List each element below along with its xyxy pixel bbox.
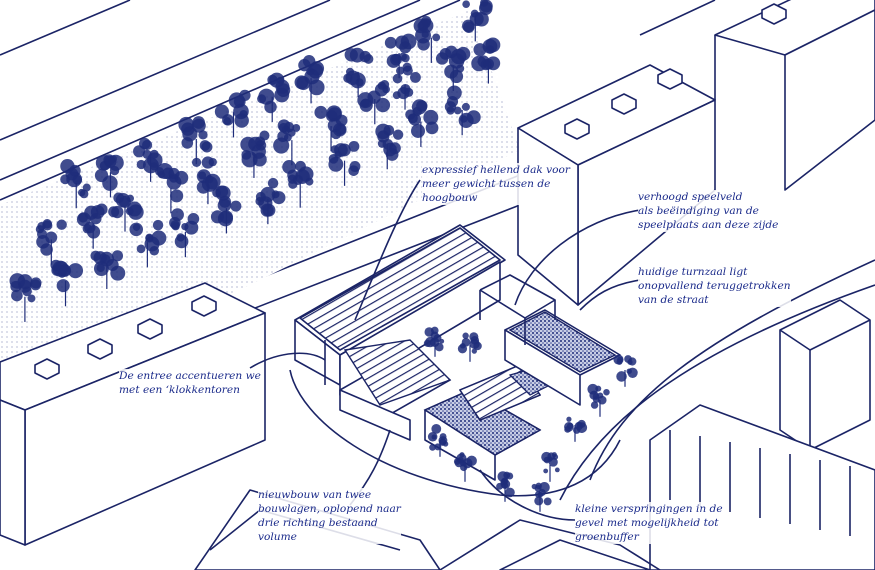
rooftop-box (761, 3, 787, 25)
tree-icon (210, 185, 242, 234)
tree-icon (328, 140, 361, 186)
tree-icon (564, 416, 588, 442)
tree-icon (169, 208, 200, 258)
annotation-line: hoogbouw (422, 192, 478, 204)
annotation-line: van de straat (638, 294, 709, 306)
tree-icon (471, 37, 501, 84)
tree-icon (405, 99, 439, 147)
tree-icon (108, 192, 144, 232)
annotation-line: als beëindiging van de (638, 205, 759, 217)
tree-icon (294, 55, 325, 104)
rooftop-boxes (34, 295, 217, 380)
tree-icon (314, 105, 348, 152)
street-curve (289, 259, 875, 501)
rooftop-box (611, 93, 637, 115)
rooftop-boxes (564, 3, 787, 140)
annotation-line: drie richting bestaand (258, 517, 378, 529)
tree-icon (240, 130, 270, 178)
tree-icon (613, 354, 638, 387)
tree-icon (129, 219, 167, 268)
tree-icon (392, 62, 421, 110)
tree-icon (457, 332, 482, 362)
annotation-line: groenbuffer (575, 531, 639, 543)
tree-icon (375, 123, 404, 170)
rooftop-box (87, 338, 113, 360)
tree-icon (94, 154, 124, 198)
annotation-facade: kleine verspringingen in de gevel met mo… (575, 502, 723, 544)
tree-icon (255, 177, 286, 225)
courtyard-trees (423, 326, 638, 512)
tree-strip (0, 10, 520, 370)
annotation-line: huidige turnzaal ligt (638, 266, 748, 278)
annotation-line: nieuwbouw van twee (258, 489, 372, 501)
tree-icon (423, 326, 445, 357)
rooftop-box (564, 118, 590, 140)
tree-icon (587, 383, 610, 417)
tree-icon (191, 156, 221, 205)
tree-icon (541, 451, 560, 482)
tree-icon (273, 119, 301, 166)
tree-icon (214, 89, 251, 138)
annotation-line: verhoogd speelveld (638, 191, 743, 203)
rooftop-box (657, 68, 683, 90)
annotation-line: gevel met mogelijkheid tot (575, 517, 719, 529)
tree-icon (444, 85, 481, 136)
rooftop-box (191, 295, 217, 317)
tall-block-back (714, 0, 875, 191)
tree-row (9, 0, 501, 322)
tree-icon (462, 0, 493, 42)
tree-icon (178, 116, 213, 165)
tree-icon (384, 33, 417, 79)
annotation-roof: expressief hellend dak voor meer gewicht… (422, 163, 570, 205)
tree-icon (154, 162, 189, 214)
tree-icon (453, 452, 477, 482)
annotation-line: onopvallend teruggetrokken (638, 280, 791, 292)
annotation-line: De entree accentueren we (119, 370, 261, 382)
school-complex (294, 224, 621, 481)
tree-icon (50, 259, 84, 307)
tree-icon (357, 80, 391, 125)
annotation-line: volume (258, 531, 297, 543)
tree-icon (282, 160, 314, 208)
annotation-entrance: De entree accentueren we met een ‘klokke… (119, 369, 261, 397)
tree-icon (9, 273, 42, 322)
annotation-playfield: verhoogd speelveld als beëindiging van d… (638, 190, 779, 232)
annotation-line: kleine verspringingen in de (575, 503, 723, 515)
tree-icon (343, 47, 374, 98)
rooftop-box (34, 358, 60, 380)
annotation-newbuild: nieuwbouw van twee bouwlagen, oplopend n… (258, 488, 401, 544)
tree-icon (90, 250, 126, 289)
annotation-line: met een ‘klokkentoren (119, 384, 240, 396)
tree-icon (76, 203, 108, 249)
tree-icon (413, 15, 441, 63)
annotation-gym: huidige turnzaal ligt onopvallend terugg… (638, 265, 791, 307)
annotation-line: speelplaats aan deze zijde (638, 219, 779, 231)
tree-icon (257, 72, 291, 123)
tree-icon (35, 219, 67, 265)
tree-icon (133, 137, 163, 182)
tree-icon (60, 159, 91, 209)
leader-lines (249, 179, 641, 521)
tree-icon (531, 482, 552, 512)
annotation-line: expressief hellend dak voor (422, 164, 570, 176)
tree-icon (435, 45, 471, 92)
tree-icon (496, 471, 515, 502)
tree-icon (427, 423, 449, 457)
annotation-line: bouwlagen, oplopend naar (258, 503, 401, 515)
rooftop-box (137, 318, 163, 340)
annotation-line: meer gewicht tussen de (422, 178, 551, 190)
